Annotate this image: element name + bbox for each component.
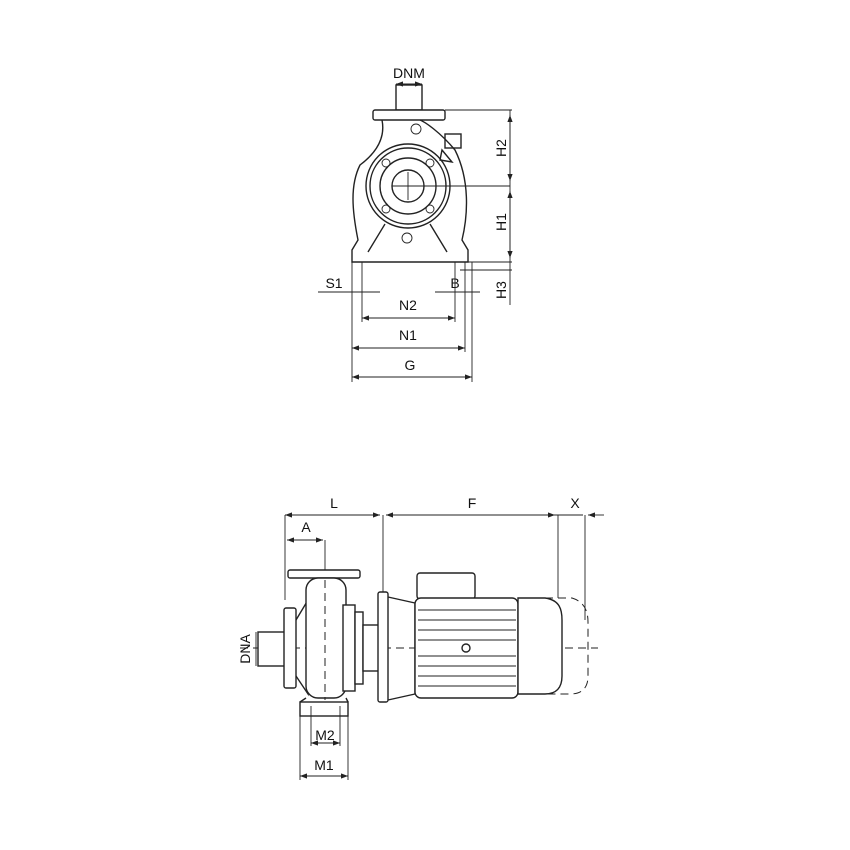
support-ribs bbox=[367, 223, 448, 253]
dim-label-m2: M2 bbox=[315, 727, 335, 743]
fan-cover bbox=[517, 597, 563, 695]
casing-cover-side bbox=[342, 604, 356, 692]
dim-label-l: L bbox=[330, 495, 338, 511]
dim-label-h3: H3 bbox=[493, 281, 509, 299]
pump-foot bbox=[299, 701, 349, 717]
dim-label-f: F bbox=[468, 495, 477, 511]
dim-label-g: G bbox=[405, 357, 416, 373]
side-view: L F X A DNA M2 M1 bbox=[237, 495, 604, 780]
dim-label-dnm: DNM bbox=[393, 65, 425, 81]
dim-label-x: X bbox=[570, 495, 580, 511]
motor-flange bbox=[377, 591, 389, 703]
terminal-box bbox=[416, 572, 476, 600]
dim-label-h1: H1 bbox=[493, 213, 509, 231]
dim-label-n1: N1 bbox=[399, 327, 417, 343]
dim-label-m1: M1 bbox=[314, 757, 334, 773]
volute-casing bbox=[351, 119, 469, 263]
dim-label-s1: S1 bbox=[325, 275, 342, 291]
casing-boss bbox=[444, 133, 462, 149]
discharge-flange bbox=[372, 109, 446, 121]
suction-nozzle bbox=[257, 631, 289, 667]
discharge-flange-side bbox=[287, 569, 361, 579]
dim-label-n2: N2 bbox=[399, 297, 417, 313]
dim-label-dna: DNA bbox=[237, 634, 253, 664]
dim-label-a: A bbox=[301, 519, 311, 535]
fan-cover-extended bbox=[545, 597, 589, 695]
dim-label-h2: H2 bbox=[493, 139, 509, 157]
rotation-arrow-icon bbox=[439, 148, 454, 164]
front-view: H2 H1 H3 DNM S1 B N2 N1 G bbox=[318, 65, 513, 382]
suction-flange bbox=[283, 607, 297, 689]
pump-casing-side bbox=[305, 577, 347, 699]
discharge-nozzle bbox=[395, 84, 423, 111]
motor-bolt bbox=[461, 643, 471, 653]
cooling-fins bbox=[418, 609, 516, 687]
